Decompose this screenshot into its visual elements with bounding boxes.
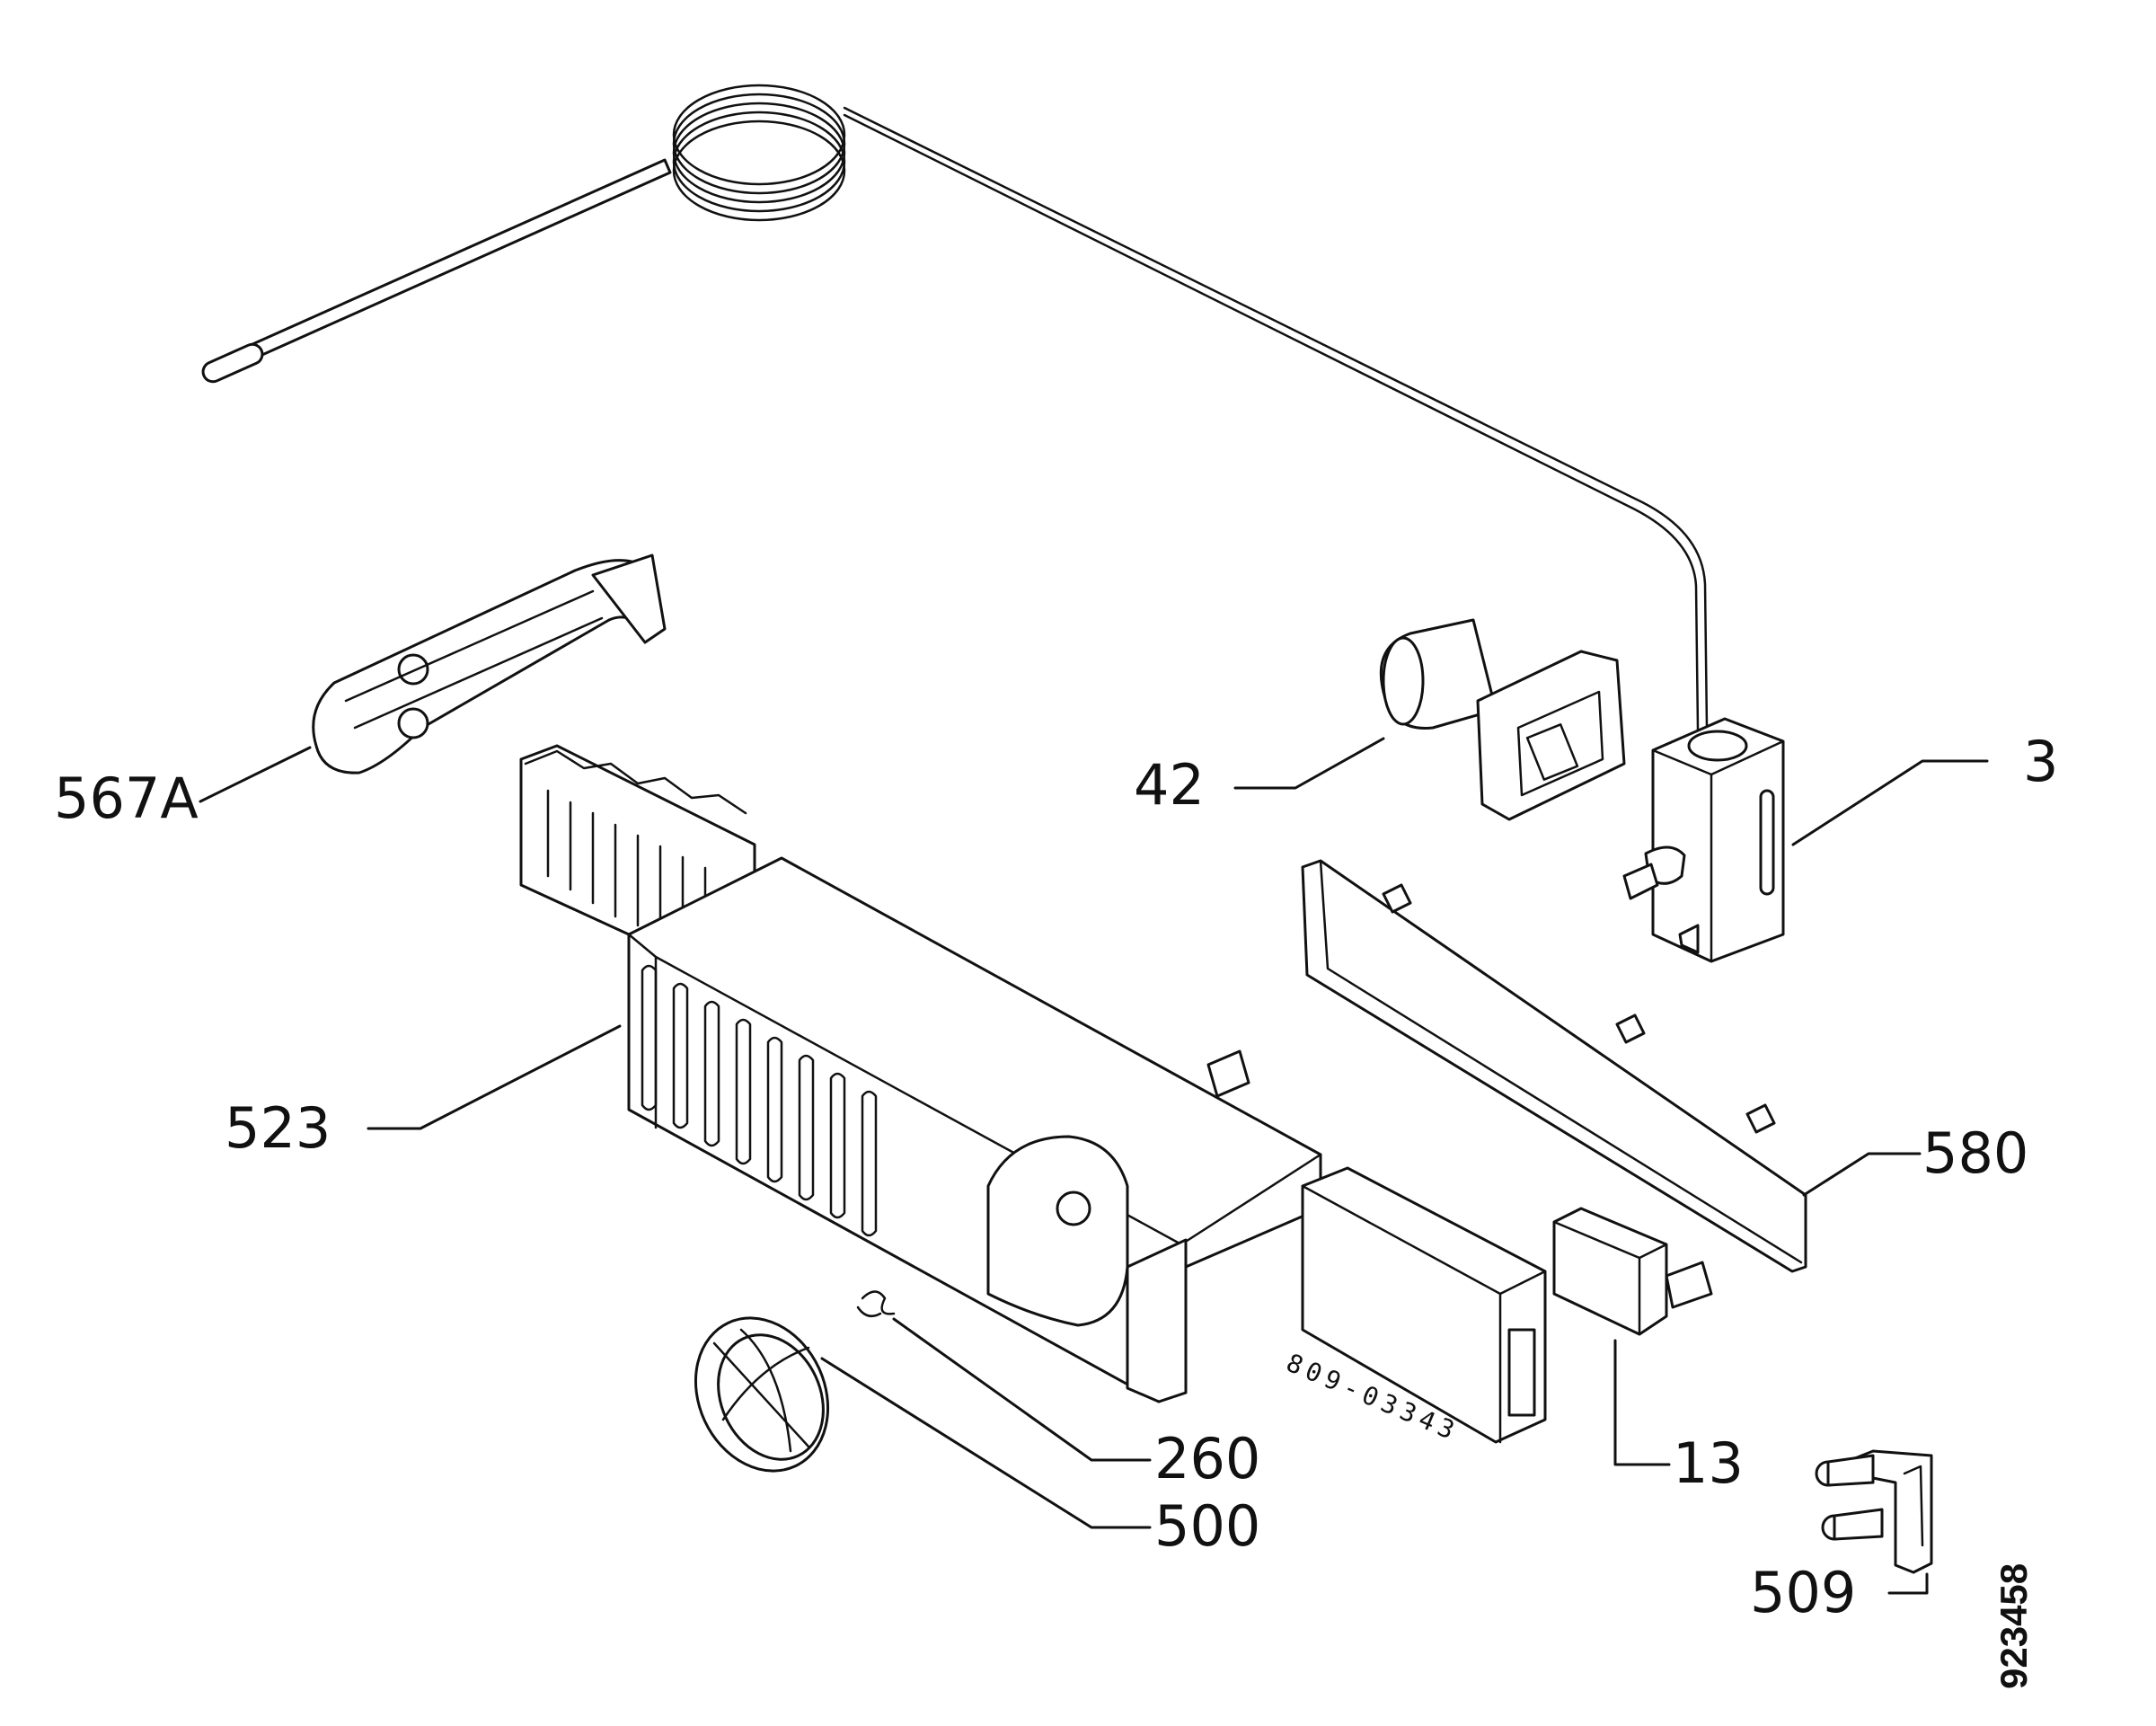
leader-500 (820, 1357, 1152, 1529)
control-housing-523 (519, 744, 1322, 1403)
leader-42 (1233, 737, 1385, 790)
relay-module (1301, 1166, 1547, 1444)
part-label-509: 509 (1750, 1560, 1857, 1625)
clip-260 (856, 1290, 896, 1318)
part-label-500: 500 (1154, 1493, 1261, 1559)
leader-3 (1791, 759, 1989, 846)
document-number: 923458 (1993, 1562, 2035, 1689)
leader-567a (199, 746, 312, 803)
circuit-board-580 (1301, 859, 1807, 1273)
knob-500 (694, 1316, 830, 1473)
capillary-tube (201, 84, 1709, 731)
leader-523 (367, 1024, 622, 1130)
part-label-580: 580 (1922, 1120, 2029, 1186)
leader-260 (892, 1317, 1152, 1462)
switch-13 (1552, 1207, 1713, 1336)
part-label-260: 260 (1154, 1426, 1261, 1491)
hinge-bracket-567a (312, 553, 667, 774)
button-509 (1815, 1449, 1933, 1574)
leader-580 (1802, 1152, 1922, 1197)
thermostat-3 (1622, 717, 1785, 963)
part-label-523: 523 (225, 1095, 331, 1161)
part-label-42: 42 (1134, 752, 1205, 818)
leader-509 (1887, 1572, 1929, 1595)
leader-13 (1613, 1339, 1671, 1466)
leader-lines (199, 737, 1989, 1595)
part-label-3: 3 (2023, 729, 2059, 794)
capillary-coil (672, 84, 846, 222)
part-label-13: 13 (1673, 1430, 1744, 1496)
part-label-567a: 567A (54, 766, 199, 831)
lamp-holder-42 (1379, 618, 1626, 821)
